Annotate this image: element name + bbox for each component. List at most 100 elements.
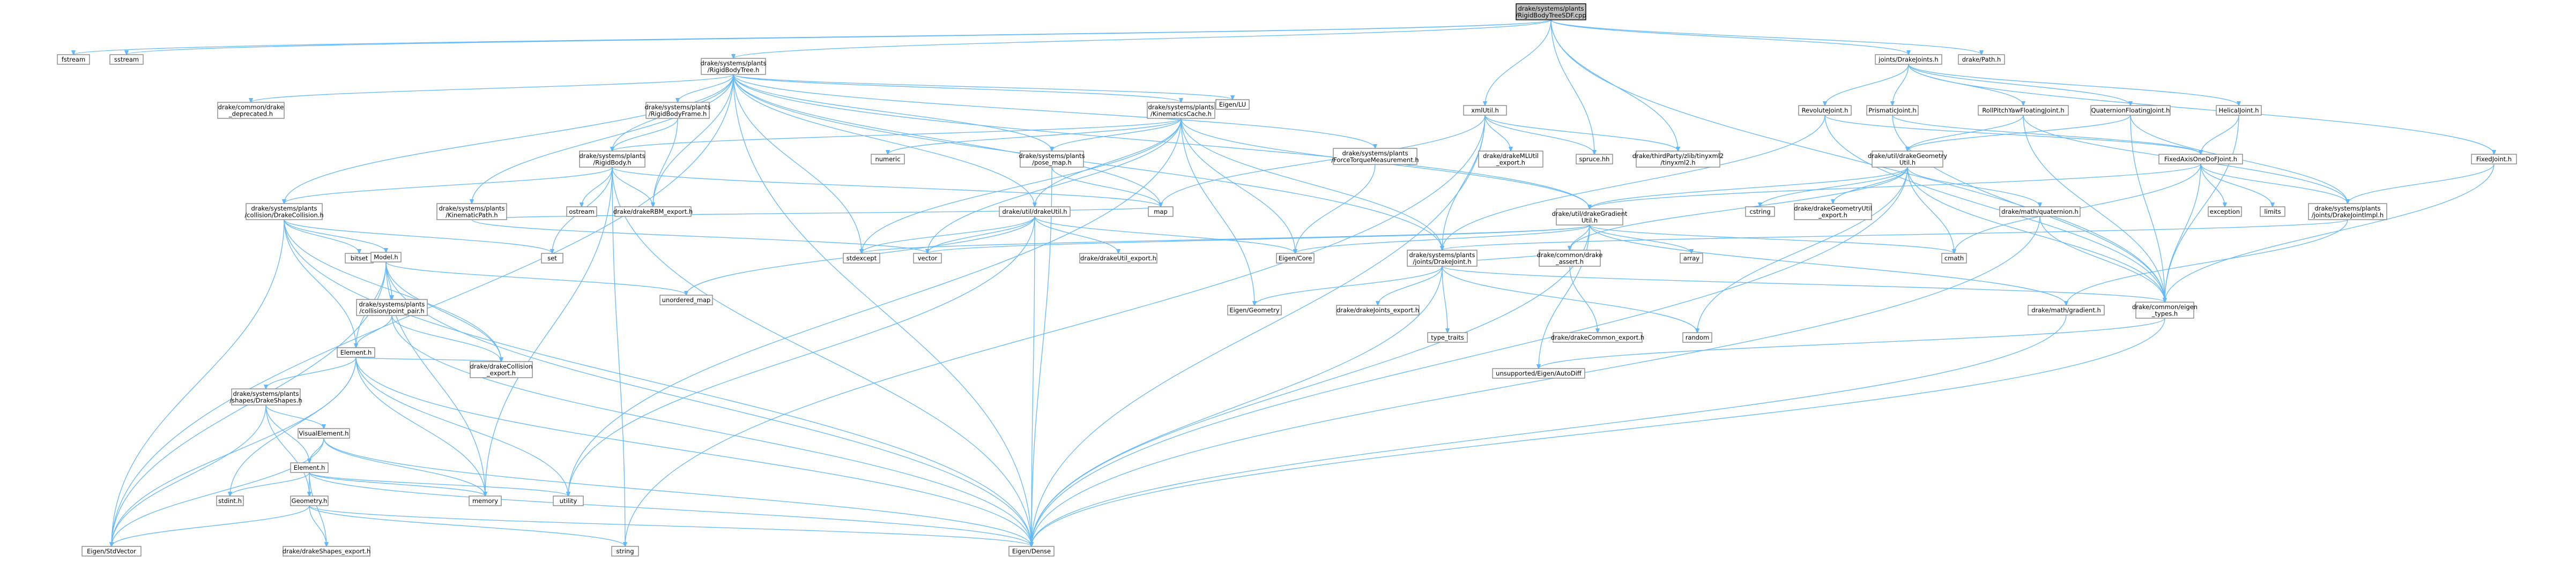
edge-jointimpl-to-mathgradient [2066, 219, 2348, 305]
edge-kincache-to-numeric [888, 118, 1182, 154]
node-stdvector[interactable]: Eigen/StdVector [81, 546, 142, 557]
node-box [2308, 203, 2387, 220]
edge-rbt-to-drakejoint [733, 74, 1442, 250]
node-label: FixedJoint.h [2476, 155, 2512, 163]
node-element2[interactable]: Element.h [290, 462, 329, 473]
node-helical[interactable]: HelicalJoint.h [2216, 105, 2262, 116]
node-array[interactable]: array [1680, 253, 1703, 264]
node-geometry[interactable]: Geometry.h [290, 496, 329, 506]
node-geomutil[interactable]: drake/util/drakeGeometryUtil.h [1868, 151, 1947, 168]
node-fixedaxis[interactable]: FixedAxisOneDoFJoint.h [2158, 154, 2243, 164]
node-rigidbody[interactable]: drake/systems/plants/RigidBody.h [579, 151, 645, 168]
node-label: xmlUtil.h [1471, 107, 1498, 114]
node-memory[interactable]: memory [469, 496, 502, 506]
node-utilexport[interactable]: drake/drakeUtil_export.h [1079, 253, 1157, 264]
node-commonexport[interactable]: drake/common/drake_assert.h [1537, 250, 1603, 267]
node-eigendense[interactable]: Eigen/Dense [1008, 546, 1055, 557]
node-fixedjoint[interactable]: FixedJoint.h [2471, 154, 2517, 164]
node-label: drake/Path.h [1962, 56, 2001, 63]
node-limits[interactable]: limits [2260, 206, 2285, 217]
node-drakeutil[interactable]: drake/util/drakeUtil.h [999, 206, 1071, 217]
node-tinyxml[interactable]: drake/thirdParty/zlib/tinyxml2/tinyxml2.… [1632, 151, 1724, 168]
node-sstream[interactable]: sstream [109, 54, 144, 65]
node-string[interactable]: string [611, 546, 639, 557]
node-geomexport[interactable]: drake/drakeGeometryUtil_export.h [1794, 203, 1872, 220]
node-label: /RigidBody.h [593, 159, 631, 166]
node-eigentypes[interactable]: drake/common/eigen_types.h [2132, 302, 2198, 319]
edge-shapes-to-geometry [265, 404, 309, 496]
node-label: drake/systems/plants [233, 390, 299, 397]
node-box [217, 102, 285, 119]
node-unorderedmap[interactable]: unordered_map [659, 295, 713, 305]
node-revolute[interactable]: RevoluteJoint.h [1798, 105, 1852, 116]
edge-rpy-to-eigentypes [2023, 115, 2165, 302]
node-collexport[interactable]: drake/drakeCollision_export.h [470, 361, 533, 378]
node-cmath[interactable]: cmath [1941, 253, 1967, 264]
node-drakepath[interactable]: drake/Path.h [1958, 54, 2005, 65]
node-eigengeometry[interactable]: Eigen/Geometry [1227, 305, 1282, 316]
node-exception[interactable]: exception [2208, 206, 2242, 217]
edge-rigidbody-to-rbmexport [612, 167, 653, 207]
node-autodiff[interactable]: unsupported/Eigen/AutoDiff [1492, 368, 1585, 379]
node-box [216, 496, 244, 506]
edge-forcetorque-to-eigencore [1295, 164, 1376, 253]
node-prismatic[interactable]: PrismaticJoint.h [1866, 105, 1919, 116]
node-random[interactable]: random [1682, 332, 1712, 343]
node-model[interactable]: Model.h [370, 252, 402, 262]
node-rbt[interactable]: drake/systems/plants/RigidBodyTree.h [700, 58, 767, 75]
edge-collision-to-element1 [284, 219, 356, 348]
node-typetraits[interactable]: type_traits [1427, 332, 1468, 343]
node-kinpath[interactable]: drake/systems/plants/KinematicPath.h [436, 203, 507, 220]
edge-kincache-to-eigencore [1181, 118, 1295, 253]
node-drakejoints[interactable]: joints/DrakeJoints.h [1875, 54, 1942, 65]
node-shapes[interactable]: drake/systems/plants/shapes/DrakeShapes.… [229, 388, 302, 406]
node-drakejoint[interactable]: drake/systems/plants/joints/DrakeJoint.h [1407, 250, 1478, 267]
node-stdexcept[interactable]: stdexcept [843, 253, 880, 264]
edge-visual-to-memory [323, 438, 485, 496]
node-map[interactable]: map [1148, 206, 1174, 217]
node-eigencore[interactable]: Eigen/Core [1276, 253, 1315, 264]
edge-revolute-to-drakejoint [1442, 115, 1825, 250]
node-deprecated[interactable]: drake/common/drake_deprecated.h [217, 102, 285, 119]
node-rbframe[interactable]: drake/systems/plants/RigidBodyFrame.h [644, 102, 711, 119]
node-utility[interactable]: utility [553, 496, 584, 506]
node-eigenlu[interactable]: Eigen/LU [1215, 99, 1250, 110]
node-root[interactable]: drake/systems/plants/RigidBodyTreeSDF.cp… [1516, 3, 1586, 20]
node-spruce[interactable]: spruce.hh [1576, 154, 1613, 164]
node-rpy[interactable]: RollPitchYawFloatingJoint.h [1978, 105, 2069, 116]
node-posemap[interactable]: drake/systems/plants/pose_map.h [1019, 151, 1085, 168]
node-collision[interactable]: drake/systems/plants/collision/DrakeColl… [244, 203, 324, 220]
node-rbmexport[interactable]: drake/drakeRBM_export.h [613, 206, 693, 217]
node-visual[interactable]: VisualElement.h [298, 428, 350, 439]
node-quatfloat[interactable]: QuaternionFloatingJoint.h [2090, 105, 2171, 116]
node-set[interactable]: set [541, 253, 563, 264]
node-mlutil[interactable]: drake/drakeMLUtil_export.h [1478, 151, 1543, 168]
node-vector[interactable]: vector [913, 253, 942, 264]
node-ostream[interactable]: ostream [566, 206, 597, 217]
node-numeric[interactable]: numeric [871, 154, 905, 164]
node-bitset[interactable]: bitset [345, 253, 374, 264]
edge-root-to-urdfutil [1485, 19, 1551, 106]
node-mathgradient[interactable]: drake/math/gradient.h [2028, 305, 2105, 316]
node-commonexport2[interactable]: drake/drakeCommon_export.h [1551, 332, 1644, 343]
edge-jointimpl-to-drakejoint [1442, 219, 2348, 250]
node-stdint[interactable]: stdint.h [216, 496, 244, 506]
node-shapesexport[interactable]: drake/drakeShapes_export.h [283, 546, 371, 557]
edge-rbt-to-stdexcept [733, 74, 862, 253]
node-kincache[interactable]: drake/systems/plants/KinematicsCache.h [1147, 102, 1215, 119]
node-urdfutil[interactable]: xmlUtil.h [1463, 105, 1507, 116]
node-pointpair[interactable]: drake/systems/plants/collision/point_pai… [356, 299, 428, 316]
node-fstream[interactable]: fstream [57, 54, 90, 65]
node-label: type_traits [1431, 334, 1464, 341]
node-box [283, 546, 370, 557]
node-quaternion[interactable]: drake/math/quaternion.h [1999, 206, 2081, 217]
node-label: drake/common/eigen [2132, 303, 2198, 311]
node-cstring[interactable]: cstring [1745, 206, 1775, 217]
edge-drakejoints-to-quatfloat [1908, 64, 2130, 106]
node-element1[interactable]: Element.h [337, 347, 375, 358]
node-jointsexport[interactable]: drake/drakeJoints_export.h [1336, 305, 1420, 316]
node-label: _export.h [486, 369, 516, 377]
node-forcetorque[interactable]: drake/systems/plants/ForceTorqueMeasurem… [1331, 148, 1419, 165]
node-jointimpl[interactable]: drake/systems/plants/joints/DrakeJointIm… [2308, 203, 2387, 220]
